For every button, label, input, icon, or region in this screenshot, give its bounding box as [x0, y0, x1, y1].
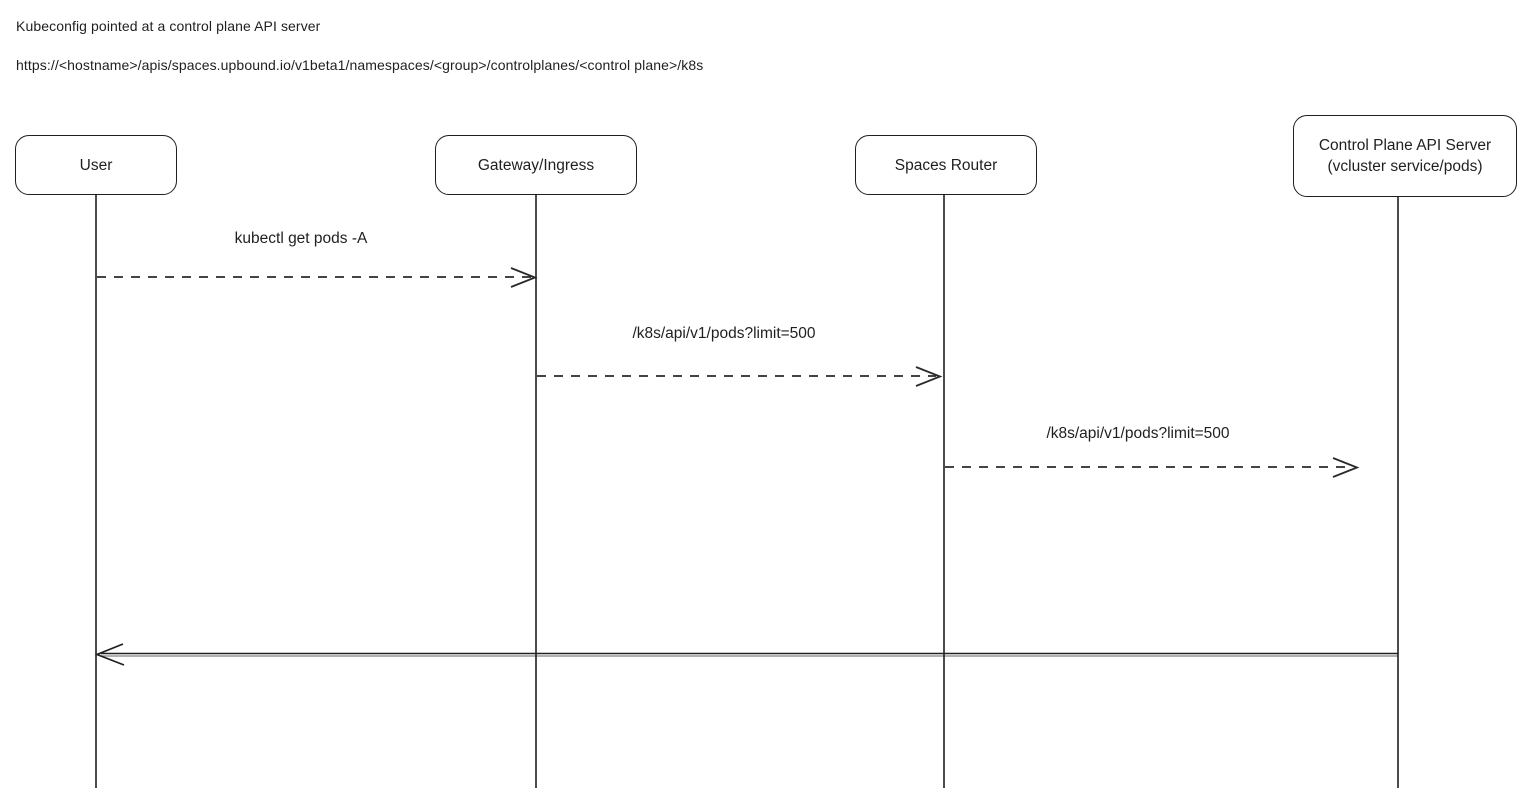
message-label-k8s-api-pods-1: /k8s/api/v1/pods?limit=500: [632, 325, 816, 342]
arrowhead-right-1: [510, 267, 538, 288]
actor-label: Spaces Router: [894, 156, 998, 174]
actor-sublabel: (vcluster service/pods): [1327, 158, 1483, 175]
message-arrow-spaces-to-controlplane: [945, 457, 1360, 478]
actor-label: Gateway/Ingress: [477, 156, 595, 174]
diagram-title: Kubeconfig pointed at a control plane AP…: [16, 18, 321, 34]
message-arrow-gateway-to-spaces: [537, 366, 943, 387]
message-label-k8s-api-pods-2: /k8s/api/v1/pods?limit=500: [1046, 425, 1230, 442]
actor-box-gateway-ingress: Gateway/Ingress: [435, 135, 637, 195]
message-arrow-controlplane-to-user: [94, 643, 1398, 666]
message-label-kubectl-get-pods: kubectl get pods -A: [234, 230, 368, 247]
arrowhead-left-4: [94, 643, 125, 666]
arrowhead-right-3: [1332, 457, 1360, 478]
message-arrow-user-to-gateway: [97, 267, 538, 288]
actor-label: Control Plane API Server: [1318, 137, 1492, 154]
kubeconfig-url-text: https://<hostname>/apis/spaces.upbound.i…: [16, 57, 704, 73]
actor-box-control-plane-api-server: Control Plane API Server (vcluster servi…: [1293, 115, 1517, 197]
actor-box-user: User: [15, 135, 177, 195]
actor-box-spaces-router: Spaces Router: [855, 135, 1037, 195]
actor-label: User: [79, 156, 113, 174]
arrowhead-right-2: [915, 366, 943, 387]
